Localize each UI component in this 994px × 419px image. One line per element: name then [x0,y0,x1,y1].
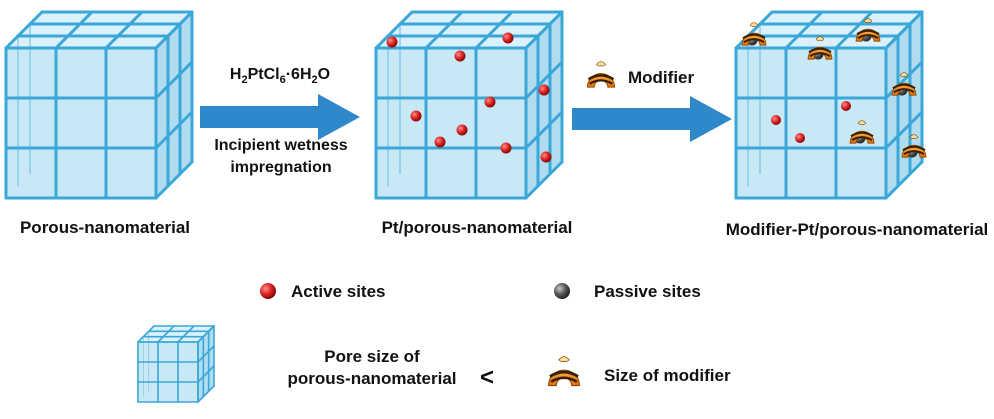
arrow-step-1 [200,94,360,140]
legend-size-of-modifier: Size of modifier [604,366,731,385]
active-site [795,133,805,143]
porous-nanomaterial-cube [4,10,194,200]
pt-porous-nanomaterial-cube [374,10,564,200]
active-site [454,50,466,62]
active-site [540,151,552,163]
legend-pore-size: Pore size of porous-nanomaterial [287,347,457,388]
legend-passive-sites: Passive sites [594,282,701,301]
comparator-less-than: < [480,364,495,391]
modifier-size-icon [547,355,581,388]
label-modifier-pt-porous-nanomaterial: Modifier-Pt/porous-nanomaterial [725,220,989,239]
active-site [771,115,781,125]
modifier-label: Modifier [628,68,695,87]
pore-size-cube-icon [137,325,215,403]
method-label: Incipient wetness impregnation [214,137,348,176]
label-pt-porous-nanomaterial: Pt/porous-nanomaterial [381,218,573,237]
label-porous-nanomaterial: Porous-nanomaterial [19,218,191,237]
passive-site-icon [554,283,570,299]
active-site [538,84,550,96]
precursor-formula: H2PtCl6·6H2O [229,66,331,87]
modifier-icon [586,60,616,89]
active-site [410,110,422,122]
active-site [386,36,398,48]
active-site [434,136,446,148]
modifier-pt-porous-nanomaterial-cube [734,10,928,200]
active-site [841,101,851,111]
active-site [500,142,512,154]
arrow-step-2 [572,96,732,142]
legend-active-sites: Active sites [291,282,386,301]
active-site-icon [260,283,276,299]
active-site [502,32,514,44]
active-site [484,96,496,108]
active-site [456,124,468,136]
